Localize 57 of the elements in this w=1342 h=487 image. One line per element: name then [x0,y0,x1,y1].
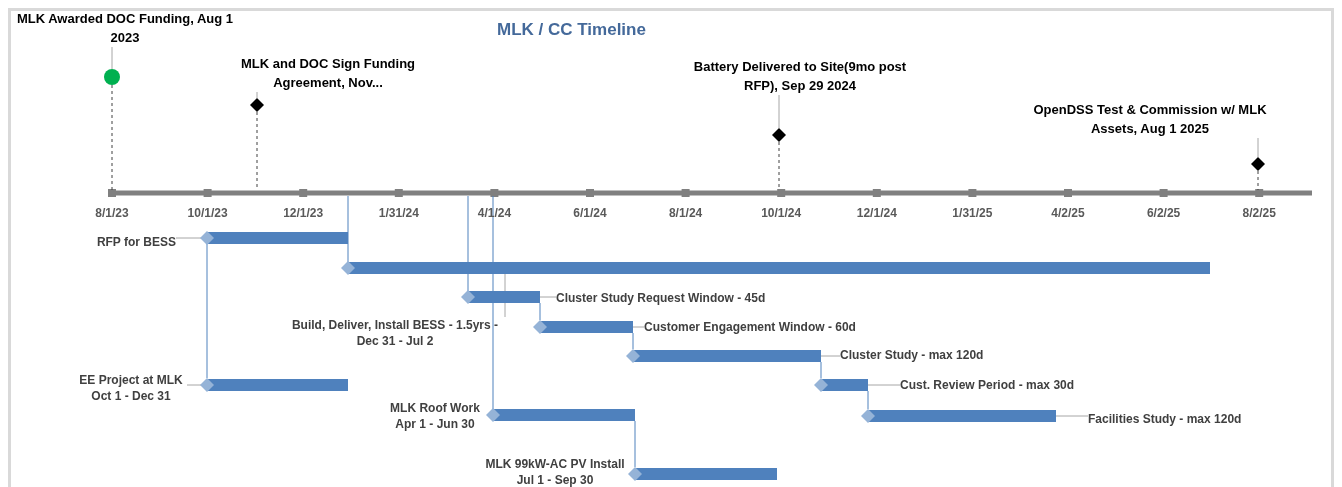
task-bar [861,409,1056,423]
task-label: EE Project at MLK Oct 1 - Dec 31 [75,372,187,404]
tick-label: 8/2/25 [1242,206,1276,220]
tick-label: 10/1/23 [187,206,228,220]
dependency-line [539,302,541,321]
dependency-line [820,361,822,379]
tick-label: 8/1/24 [668,206,703,220]
task-label: Cluster Study - max 120d [840,347,1000,363]
milestone-diamond [1251,157,1265,171]
leader-line [820,355,841,357]
task-label: Customer Engagement Window - 60d [644,319,864,335]
chart-title: MLK / CC Timeline [497,20,646,40]
task-label: Cust. Review Period - max 30d [900,377,1090,393]
task-label: Build, Deliver, Install BESS - 1.5yrs - Dec 31 - Jul 2 [285,317,505,349]
task-bar [341,261,1210,275]
leader-line [1257,137,1259,158]
milestone-label: MLK Awarded DOC Funding, Aug 1 2023 [5,9,245,47]
task-bar [628,467,777,481]
milestone-label: Battery Delivered to Site(9mo post RFP), Sep 29 2024 [690,57,910,95]
tick-label: 4/1/24 [477,206,512,220]
task-label: MLK Roof Work Apr 1 - Jun 30 [389,400,481,432]
task-label: MLK 99kW-AC PV Install Jul 1 - Sep 30 [484,456,626,487]
tick-label: 1/31/24 [378,206,419,220]
milestone-diamond [250,98,264,112]
leader-line [256,91,258,99]
task-bar [200,231,348,245]
task-bar [486,408,635,422]
task-bar [814,378,868,392]
tick-label: 6/1/24 [573,206,607,220]
leader-line [1055,415,1089,417]
tick-label: 8/1/23 [95,206,129,220]
task-bar [200,378,348,392]
tick-label: 4/2/25 [1051,206,1085,220]
task-bar [533,320,633,334]
leader-line [111,46,113,70]
dependency-line [634,420,636,468]
task-label: Cluster Study Request Window - 45d [556,290,786,306]
task-bar [626,349,821,363]
dependency-line [867,390,869,410]
milestone-label: MLK and DOC Sign Funding Agreement, Nov... [228,54,428,92]
task-label: RFP for BESS [90,234,176,250]
tick-label: 12/1/23 [283,206,324,220]
leader-line [867,384,901,386]
dependency-line [206,243,208,379]
milestone-label: OpenDSS Test & Commission w/ MLK Assets, Aug 1 2025 [1015,100,1285,138]
leader-line [539,296,557,298]
dependency-line [632,332,634,350]
leader-line [778,94,780,129]
tick-label: 10/1/24 [761,206,802,220]
leader-line [632,326,645,328]
milestone-diamond [772,128,786,142]
task-bar [461,290,540,304]
tick-label: 1/31/25 [952,206,993,220]
tick-label: 6/2/25 [1146,206,1181,220]
tick-label: 12/1/24 [856,206,897,220]
milestone-marker [104,69,120,85]
task-label: Facilities Study - max 120d [1088,411,1258,427]
